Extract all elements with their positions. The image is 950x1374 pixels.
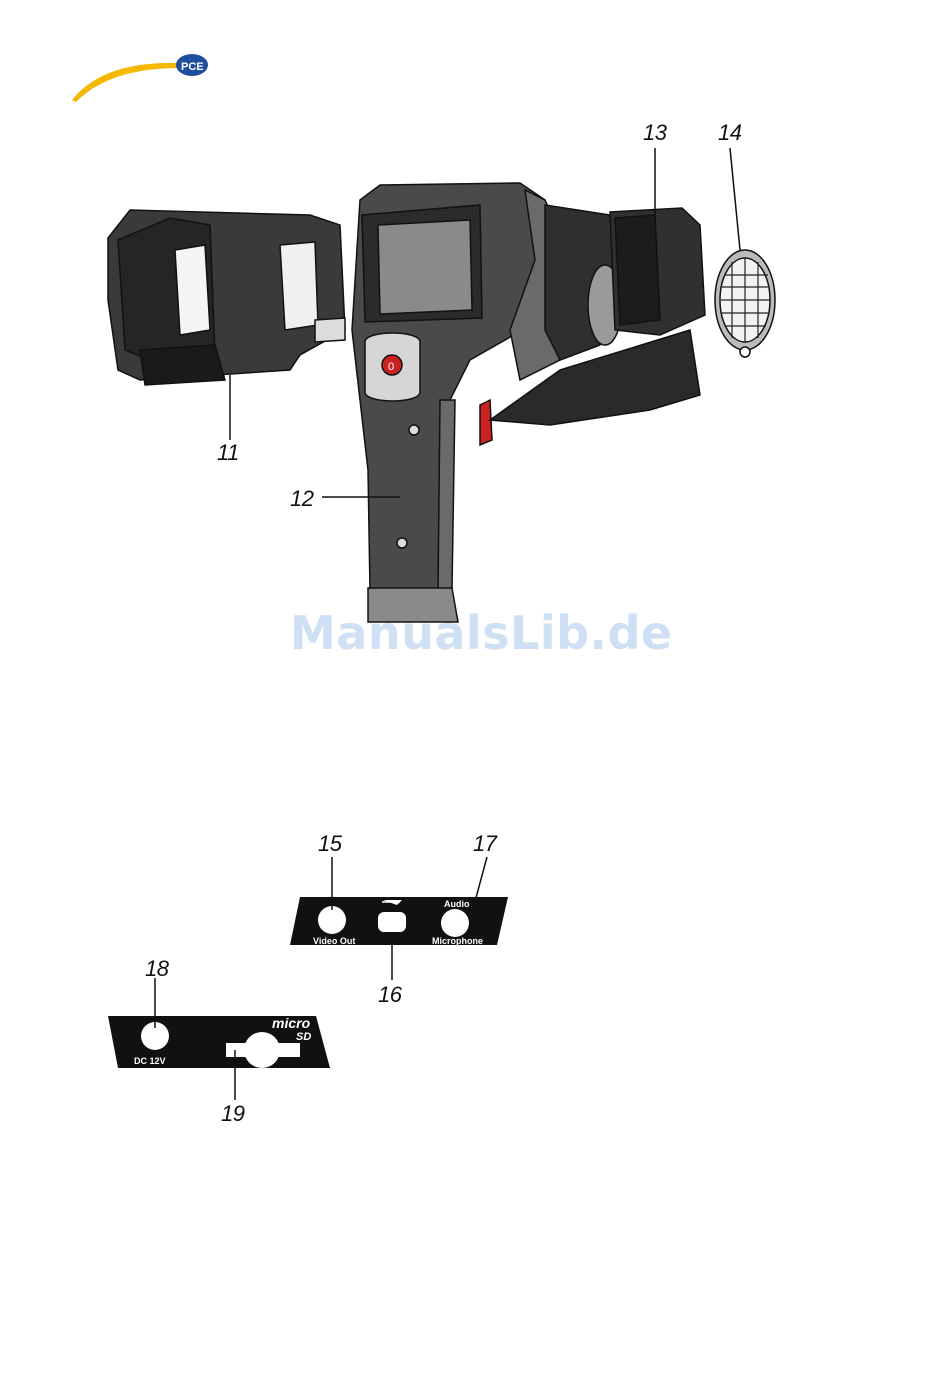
pce-logo: PCE <box>72 54 208 102</box>
callout-13: 13 <box>643 120 666 146</box>
callout-15: 15 <box>318 831 341 857</box>
watermark: ManualsLib.de <box>290 606 670 660</box>
leader-14 <box>730 148 740 250</box>
audio-label: Audio <box>444 899 470 909</box>
microphone-label: Microphone <box>432 936 483 946</box>
video-out-label: Video Out <box>313 936 355 946</box>
ports-panel: Video Out Audio Microphone <box>290 857 508 980</box>
logo-text: PCE <box>181 61 204 73</box>
callout-19: 19 <box>221 1101 244 1127</box>
sd-label: SD <box>296 1031 311 1043</box>
callout-16: 16 <box>378 982 401 1008</box>
callout-11: 11 <box>217 440 239 466</box>
sun-hood-left <box>108 210 345 385</box>
callout-18: 18 <box>145 956 168 982</box>
lens-cap <box>715 250 775 357</box>
sun-hood-right <box>610 208 705 335</box>
micro-label: micro <box>272 1015 311 1031</box>
callout-12: 12 <box>290 486 313 512</box>
keypad: 0 <box>365 333 420 401</box>
dc-label: DC 12V <box>134 1056 166 1066</box>
callout-17: 17 <box>473 831 496 857</box>
svg-text:0: 0 <box>388 361 394 373</box>
power-panel: DC 12V micro SD <box>108 978 330 1100</box>
callout-14: 14 <box>718 120 741 146</box>
camera-illustration: 0 <box>108 148 775 622</box>
